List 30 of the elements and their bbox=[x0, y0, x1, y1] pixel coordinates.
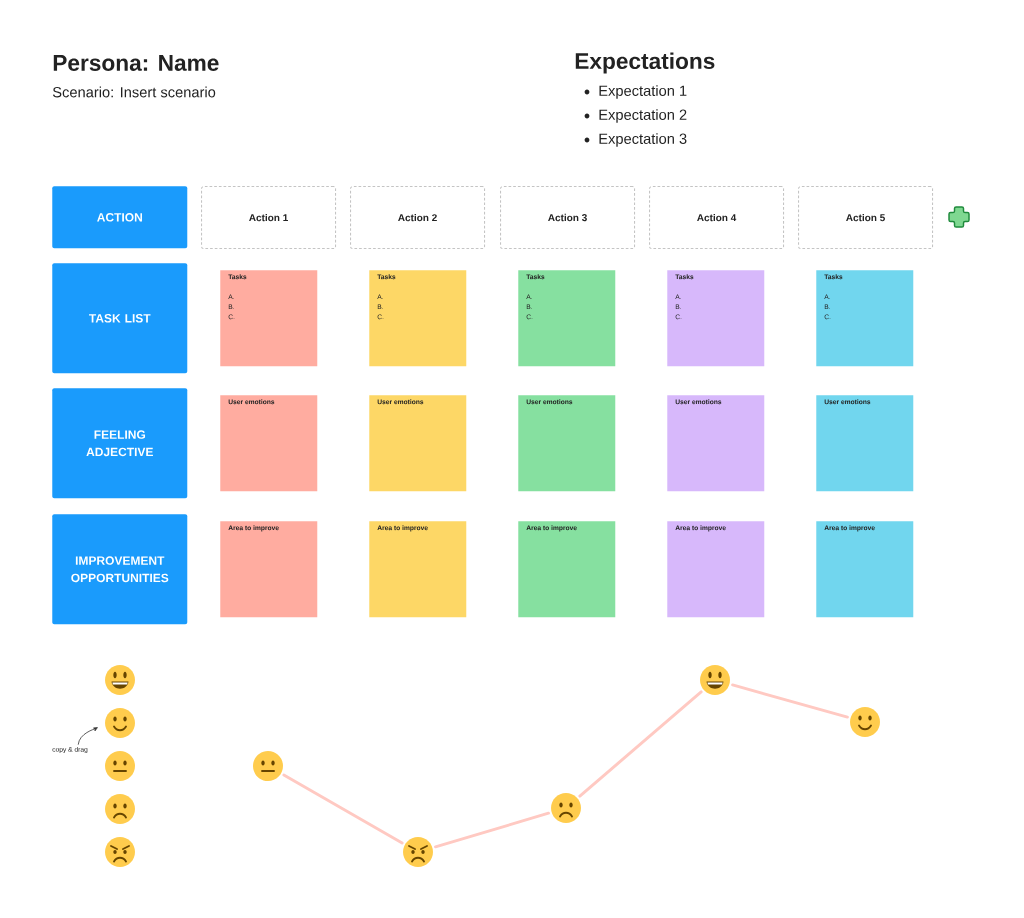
action-box: Action 1 bbox=[201, 186, 337, 250]
angry-face-icon bbox=[105, 837, 135, 867]
grinning-face-icon bbox=[700, 665, 730, 695]
connector-line bbox=[434, 811, 550, 849]
neutral-face-icon bbox=[105, 751, 135, 781]
smiling-face-icon bbox=[105, 708, 135, 738]
list-item: Expectation 3 bbox=[599, 133, 687, 147]
list-item: Expectation 1 bbox=[599, 85, 687, 99]
action-box: Action 5 bbox=[798, 186, 934, 250]
heading: Persona: Name bbox=[53, 55, 219, 71]
angry-face-icon bbox=[403, 837, 433, 867]
list-item: Expectation 2 bbox=[599, 109, 687, 123]
curved-arrow bbox=[77, 727, 98, 745]
frowning-face-icon bbox=[105, 794, 135, 824]
row-header: FEELING ADJECTIVE bbox=[52, 388, 188, 499]
row-header: IMPROVEMENT OPPORTUNITIES bbox=[52, 514, 188, 625]
connector-line bbox=[731, 683, 849, 719]
grinning-face-icon bbox=[105, 665, 135, 695]
row-header: ACTION bbox=[52, 186, 188, 249]
heading: Expectations bbox=[575, 52, 715, 74]
action-box: Action 3 bbox=[500, 186, 636, 250]
connector-line bbox=[578, 690, 703, 798]
smiling-face-icon bbox=[850, 707, 880, 737]
row-header: TASK LIST bbox=[52, 263, 188, 374]
action-box: Action 2 bbox=[350, 186, 486, 250]
neutral-face-icon bbox=[253, 751, 283, 781]
subtitle: Scenario: Insert scenario bbox=[52, 86, 216, 98]
connector-line bbox=[282, 773, 404, 845]
action-box: Action 4 bbox=[649, 186, 785, 250]
frowning-face-icon bbox=[551, 793, 581, 823]
